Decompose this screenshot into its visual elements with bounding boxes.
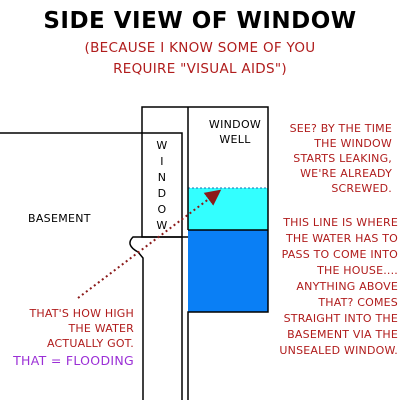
basement-label: BASEMENT	[28, 212, 91, 225]
note-water-height: THAT'S HOW HIGH THE WATER ACTUALLY GOT.	[29, 307, 134, 350]
window-vertical-label: W I N D O W	[156, 139, 168, 232]
window-well-label: WINDOW WELL	[208, 118, 262, 146]
note-see: SEE? BY THE TIME THE WINDOW STARTS LEAKI…	[289, 122, 392, 195]
water-below-line	[188, 230, 268, 312]
note-flooding: THAT = FLOODING	[13, 353, 134, 368]
basement-wall	[129, 236, 183, 400]
page-title: SIDE VIEW OF WINDOW	[43, 8, 357, 34]
water-level-arrow	[77, 189, 222, 299]
water-above-line	[188, 188, 268, 230]
subtitle-line-2: REQUIRE "VISUAL AIDS")	[113, 61, 287, 77]
subtitle-line-1: (BECAUSE I KNOW SOME OF YOU	[84, 40, 316, 56]
note-threshold: THIS LINE IS WHERE THE WATER HAS TO PASS…	[279, 216, 398, 357]
